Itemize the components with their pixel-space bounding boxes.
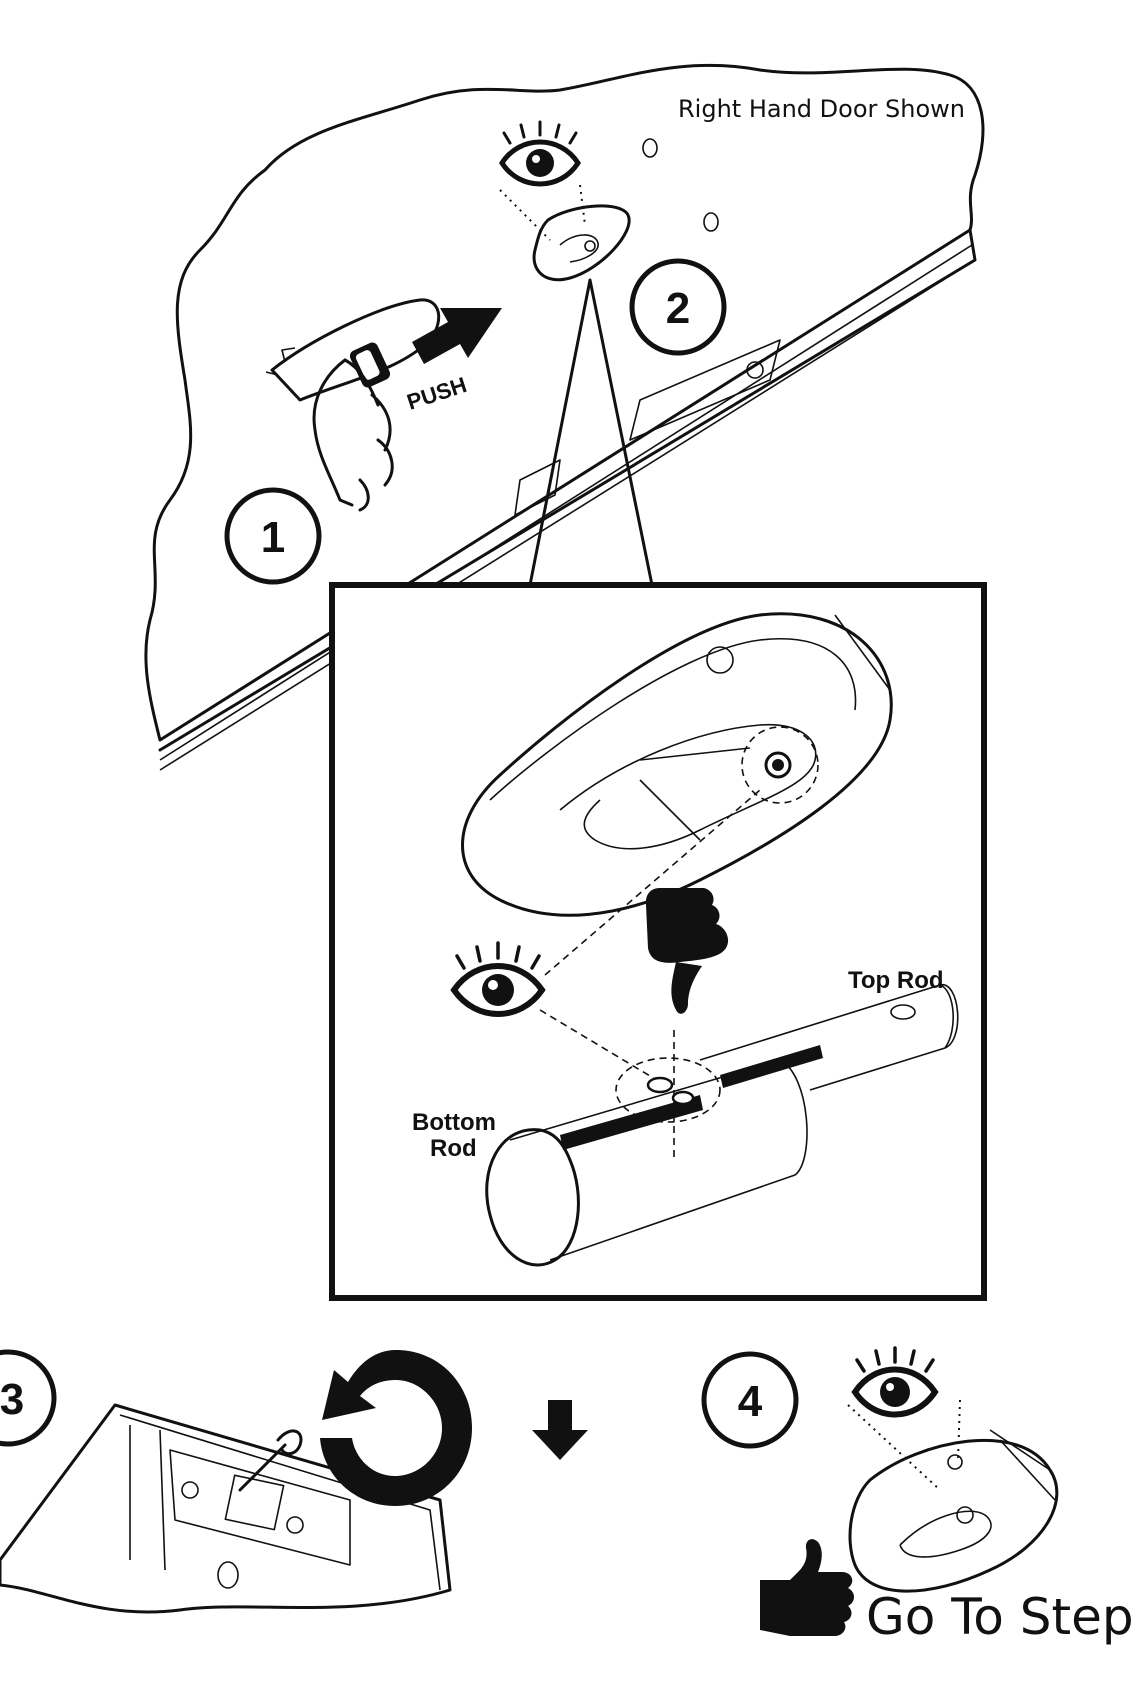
door-orientation-note: Right Hand Door Shown <box>678 95 965 123</box>
push-label: PUSH <box>404 372 470 415</box>
thumbs-up-icon <box>760 1539 854 1636</box>
door-bottom-edge <box>0 1403 452 1614</box>
svg-text:4: 4 <box>738 1377 763 1426</box>
eye-icon <box>499 120 581 187</box>
svg-text:3: 3 <box>0 1375 24 1424</box>
svg-text:1: 1 <box>261 513 285 562</box>
rod-guide-small <box>532 204 631 282</box>
bottom-rod-label-line1: Bottom <box>412 1109 496 1136</box>
detail-inset: Top Rod Bottom Rod <box>329 582 987 1301</box>
svg-text:2: 2 <box>666 284 690 333</box>
rotate-counterclockwise-icon <box>320 1350 472 1506</box>
top-rod-label: Top Rod <box>848 967 944 994</box>
arrow-right-icon <box>412 308 502 364</box>
thumbs-down-icon <box>645 888 729 1014</box>
hand-push-illustration <box>265 298 441 512</box>
rod-assembly <box>485 984 959 1267</box>
rod-guide-installed <box>848 1429 1059 1593</box>
rod-guide-enlarged <box>461 612 893 917</box>
go-to-step-text: Go To Step 7 <box>866 1588 1145 1646</box>
eye-icon <box>450 941 546 1017</box>
step-1-badge: 1 <box>224 487 322 585</box>
step-4-badge: 4 <box>701 1351 799 1449</box>
bottom-rod-label-line2: Rod <box>430 1135 477 1162</box>
step-2-badge: 2 <box>629 258 727 356</box>
eye-icon <box>851 1346 939 1418</box>
step-3-badge: 3 <box>0 1349 57 1447</box>
arrow-down-icon <box>532 1400 588 1460</box>
